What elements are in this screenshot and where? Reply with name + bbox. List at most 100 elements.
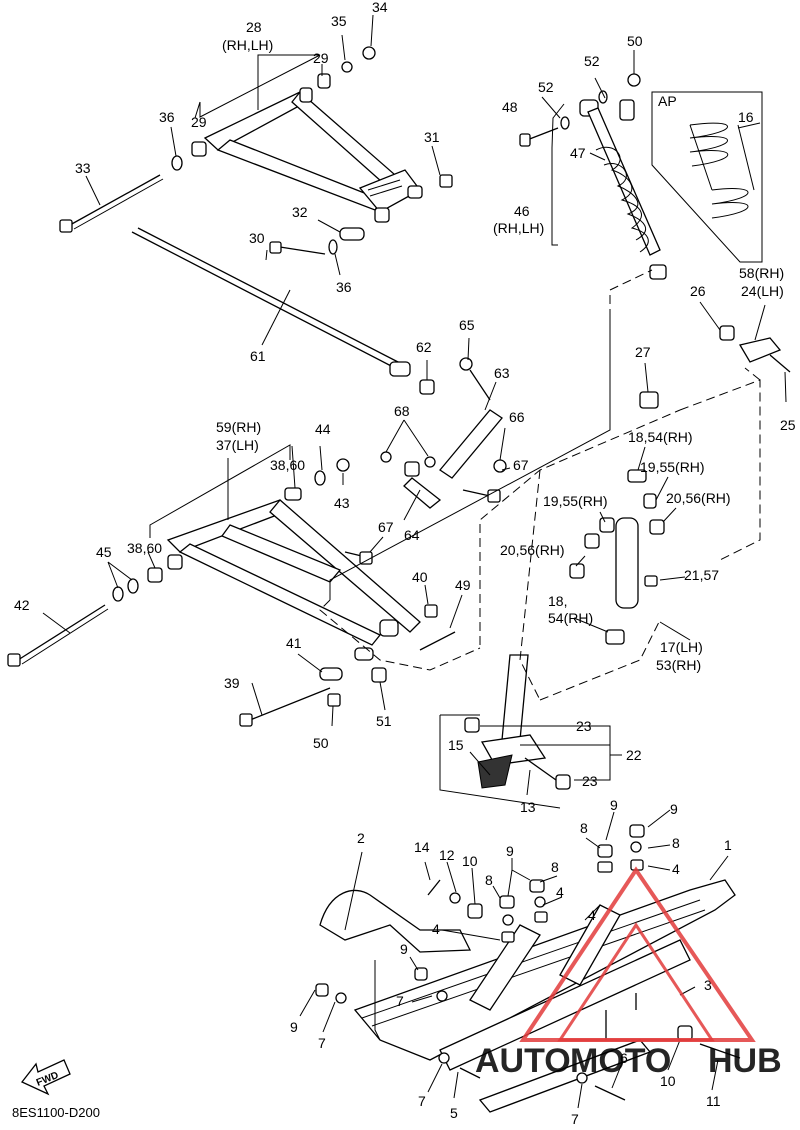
callout-8b: 8 bbox=[551, 859, 559, 875]
callout-labels: 28 (RH,LH) 35 34 29 36 29 31 33 32 30 36… bbox=[14, 0, 796, 1127]
callout-64: 64 bbox=[404, 527, 420, 543]
callout-21: 21,57 bbox=[684, 567, 719, 583]
callout-19a: 19,55(RH) bbox=[640, 459, 705, 475]
callout-50b: 50 bbox=[313, 735, 329, 751]
callout-62: 62 bbox=[416, 339, 432, 355]
callout-43: 43 bbox=[334, 495, 350, 511]
callout-8a: 8 bbox=[485, 872, 493, 888]
callout-26: 26 bbox=[690, 283, 706, 299]
callout-40: 40 bbox=[412, 569, 428, 585]
callout-46-sub: (RH,LH) bbox=[493, 220, 544, 236]
rear-arm-fasteners bbox=[7, 578, 456, 727]
callout-4d: 4 bbox=[588, 907, 596, 923]
callout-3: 3 bbox=[704, 977, 712, 993]
callout-22: 22 bbox=[626, 747, 642, 763]
callout-7d: 7 bbox=[571, 1111, 579, 1125]
callout-20a: 20,56(RH) bbox=[666, 490, 731, 506]
callout-47: 47 bbox=[570, 145, 586, 161]
callout-3860b: 38,60 bbox=[127, 540, 162, 556]
callout-28: 28 bbox=[246, 19, 262, 35]
callout-41: 41 bbox=[286, 635, 302, 651]
callout-36a: 36 bbox=[159, 109, 175, 125]
callout-27: 27 bbox=[635, 344, 651, 360]
callout-17: 17(LH) bbox=[660, 639, 703, 655]
callout-65: 65 bbox=[459, 317, 475, 333]
callout-34: 34 bbox=[372, 0, 388, 15]
callout-28-sub: (RH,LH) bbox=[222, 37, 273, 53]
callout-31: 31 bbox=[424, 129, 440, 145]
callout-53: 53(RH) bbox=[656, 657, 701, 673]
inset-label: AP bbox=[658, 93, 677, 109]
callout-35: 35 bbox=[331, 13, 347, 29]
upper-a-arm bbox=[203, 87, 423, 213]
reference-code: 8ES1100-D200 bbox=[12, 1105, 100, 1120]
callout-33: 33 bbox=[75, 160, 91, 176]
callout-44: 44 bbox=[315, 421, 331, 437]
rear-arm-frame bbox=[147, 458, 421, 661]
callout-54b: 54(RH) bbox=[548, 610, 593, 626]
callout-10a: 10 bbox=[462, 853, 478, 869]
callout-50a: 50 bbox=[627, 33, 643, 49]
watermark-hub: HUB bbox=[708, 1042, 782, 1080]
callout-49: 49 bbox=[455, 577, 471, 593]
watermark-auto: AUTO bbox=[475, 1042, 571, 1080]
upper-arm-fasteners bbox=[59, 46, 453, 255]
callout-58: 58(RH) bbox=[739, 265, 784, 281]
callout-8d: 8 bbox=[672, 835, 680, 851]
callout-52a: 52 bbox=[584, 53, 600, 69]
callout-29a: 29 bbox=[313, 50, 329, 66]
callout-39: 39 bbox=[224, 675, 240, 691]
callout-5: 5 bbox=[450, 1105, 458, 1121]
callout-11: 11 bbox=[706, 1093, 721, 1109]
callout-18a: 18,54(RH) bbox=[628, 429, 693, 445]
pivot-assembly bbox=[569, 391, 665, 645]
callout-19b: 19,55(RH) bbox=[543, 493, 608, 509]
callout-42: 42 bbox=[14, 597, 30, 613]
callout-15: 15 bbox=[448, 737, 464, 753]
callout-7b: 7 bbox=[318, 1035, 326, 1051]
leader-lines bbox=[42, 14, 787, 1109]
callout-25: 25 bbox=[780, 417, 796, 433]
tie-rod bbox=[131, 227, 435, 395]
callout-63: 63 bbox=[494, 365, 510, 381]
callout-59: 59(RH) bbox=[216, 419, 261, 435]
callout-8c: 8 bbox=[580, 820, 588, 836]
callout-67a: 67 bbox=[513, 457, 529, 473]
callout-36b: 36 bbox=[336, 279, 352, 295]
watermark-moto: MOTO bbox=[570, 1042, 671, 1080]
callout-32: 32 bbox=[292, 204, 308, 220]
callout-68: 68 bbox=[394, 403, 410, 419]
callout-24: 24(LH) bbox=[741, 283, 784, 299]
watermark-logo: AUTO MOTO HUB bbox=[475, 866, 782, 1080]
callout-2: 2 bbox=[357, 830, 365, 846]
callout-7a: 7 bbox=[396, 993, 404, 1009]
spring-inset: AP bbox=[651, 91, 763, 263]
callout-13: 13 bbox=[520, 799, 536, 815]
mount-bracket bbox=[719, 325, 791, 373]
callout-18b: 18, bbox=[548, 593, 567, 609]
callout-20b: 20,56(RH) bbox=[500, 542, 565, 558]
callout-14: 14 bbox=[414, 839, 430, 855]
callout-66: 66 bbox=[509, 409, 525, 425]
callout-30: 30 bbox=[249, 230, 265, 246]
callout-12: 12 bbox=[439, 847, 455, 863]
callout-61: 61 bbox=[250, 348, 266, 364]
callout-52b: 52 bbox=[538, 79, 554, 95]
callout-16: 16 bbox=[738, 109, 754, 125]
callout-23b: 23 bbox=[582, 773, 598, 789]
callout-45: 45 bbox=[96, 544, 112, 560]
shock-absorber bbox=[519, 73, 667, 280]
link-arm bbox=[344, 357, 507, 565]
callout-46: 46 bbox=[514, 203, 530, 219]
callout-4a: 4 bbox=[556, 884, 564, 900]
callout-6: 6 bbox=[620, 1050, 628, 1066]
callout-51: 51 bbox=[376, 713, 392, 729]
callout-7c: 7 bbox=[418, 1093, 426, 1109]
callout-48: 48 bbox=[502, 99, 518, 115]
callout-67b: 67 bbox=[378, 519, 394, 535]
callout-9a: 9 bbox=[506, 843, 514, 859]
callout-23a: 23 bbox=[576, 718, 592, 734]
callout-29b: 29 bbox=[191, 114, 207, 130]
callout-10b: 10 bbox=[660, 1073, 676, 1089]
